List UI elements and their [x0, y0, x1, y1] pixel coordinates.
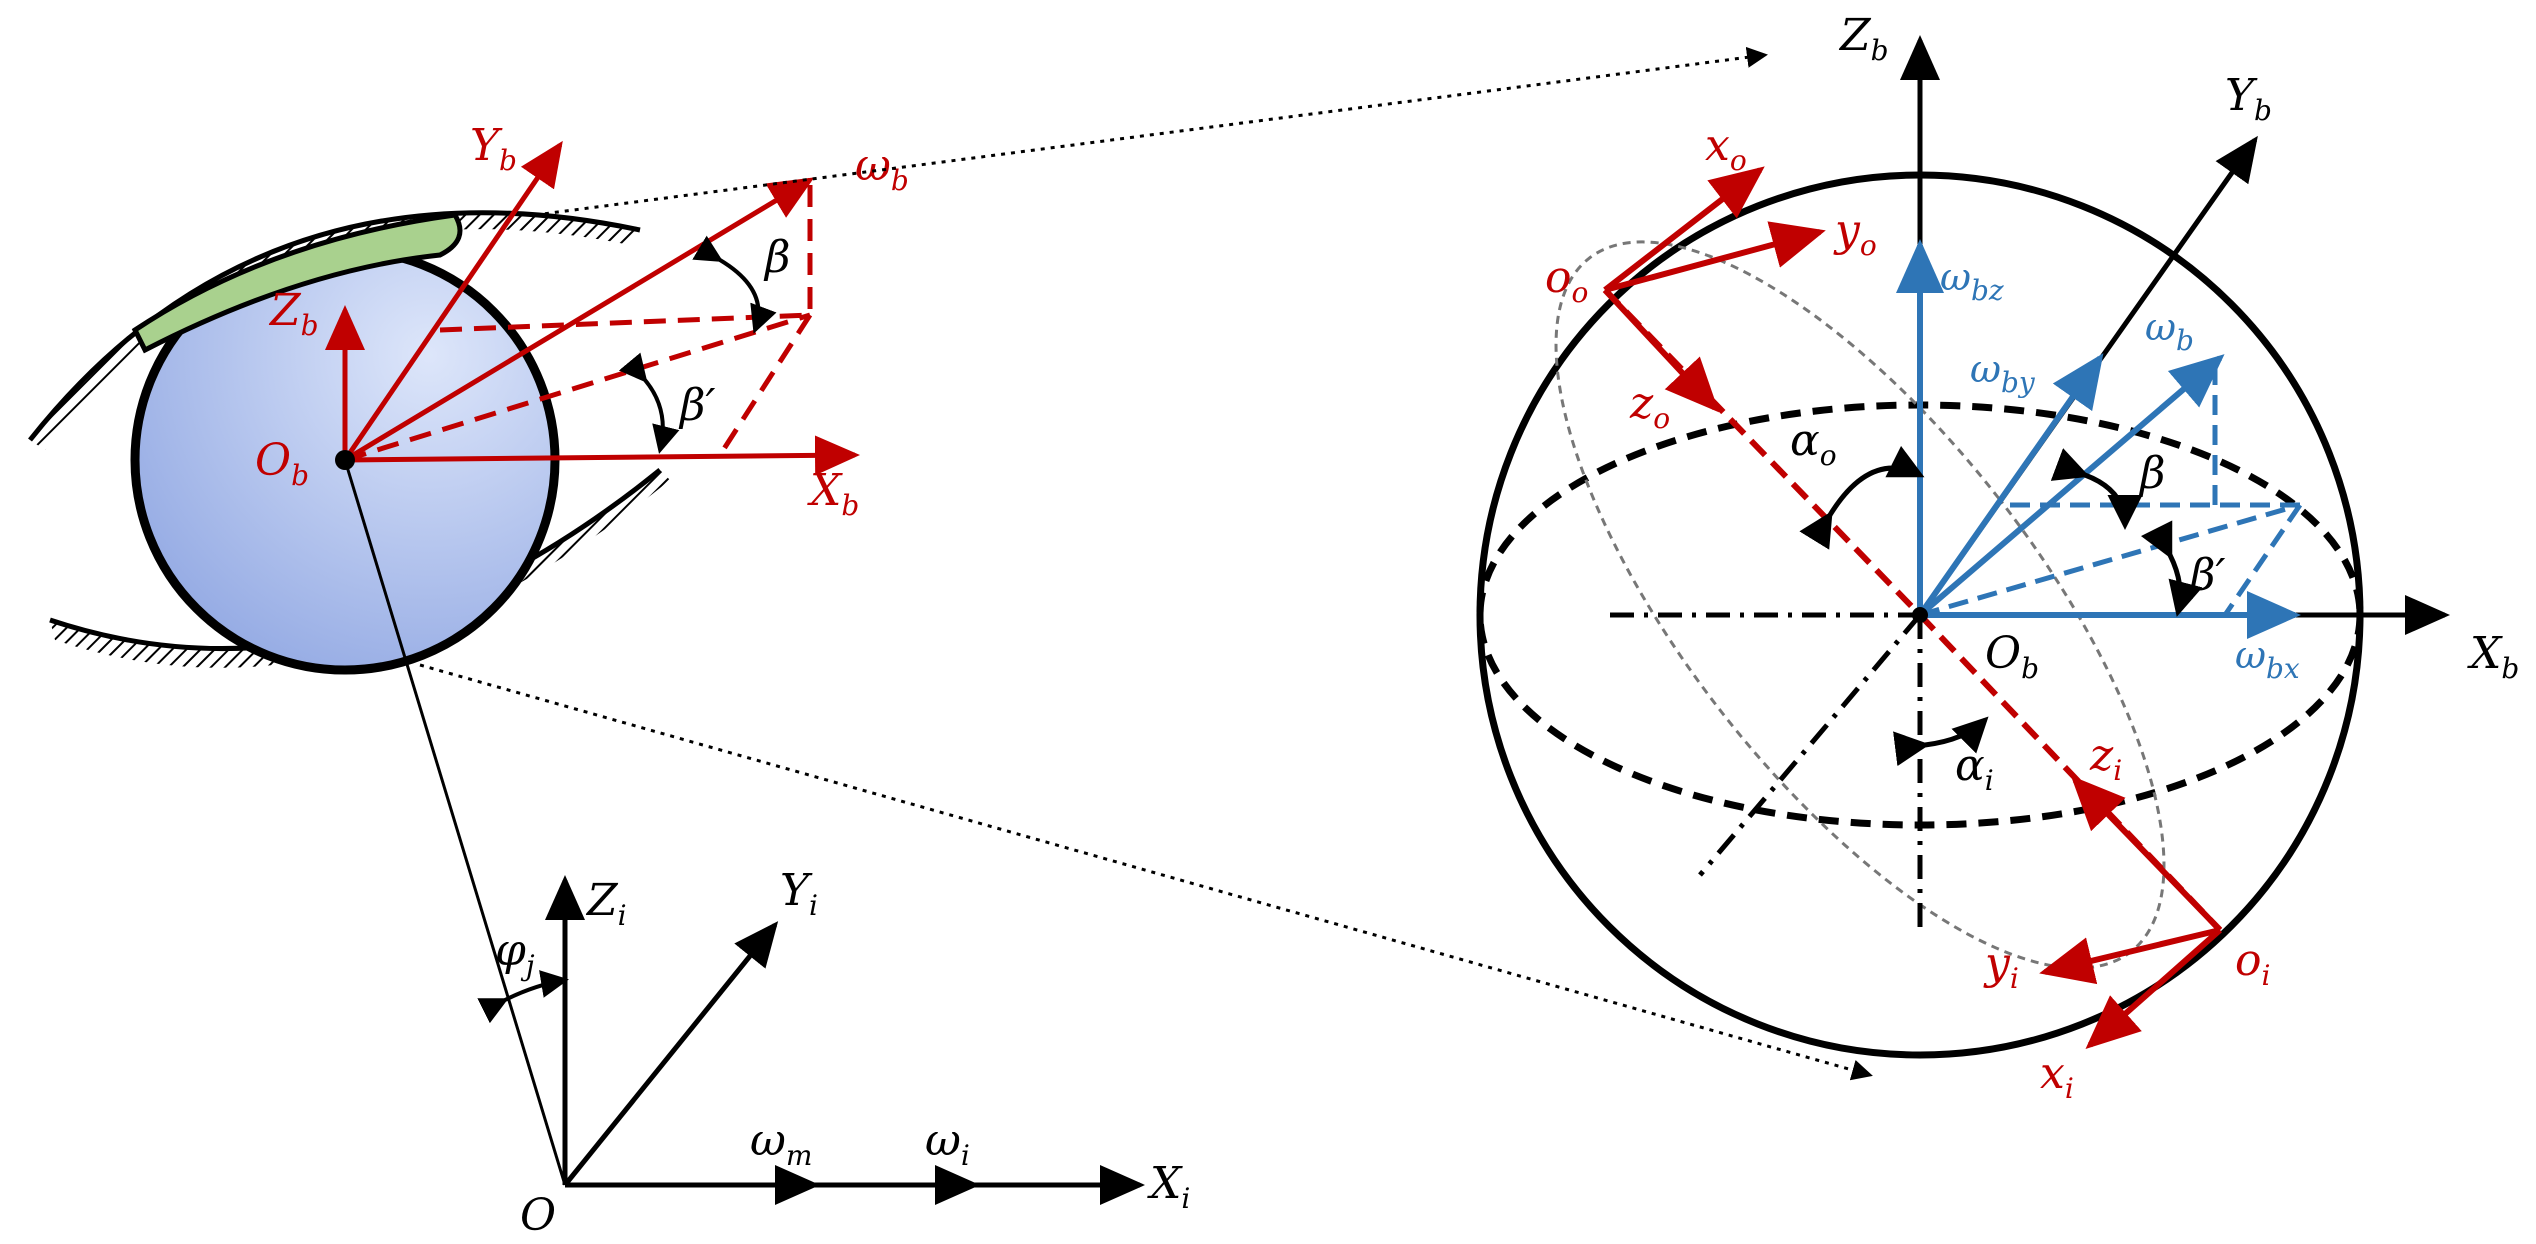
sphere-oi-label: oi: [2235, 935, 2270, 992]
sphere-alpha-o-arc: [1799, 445, 1925, 550]
sphere-beta-prime-arc: [2140, 520, 2203, 617]
inertial-origin-label: O: [520, 1190, 556, 1241]
omega-m-label: ωm: [750, 1115, 812, 1172]
sphere-omega-bx-label: ωbx: [2235, 633, 2300, 685]
zoom-lines: [419, 46, 1873, 1081]
eye-Xb-label: Xb: [807, 465, 859, 522]
sphere-origin-dot: [1912, 607, 1928, 623]
sphere-Xb-label: Xb: [2467, 628, 2519, 685]
eyelid-tissue-icon: [131, 212, 463, 354]
sphere-yi-vector: [2039, 927, 2221, 985]
eye-figure: Yb ωb Zb Ob Xb β β′: [28, 120, 909, 1186]
eye-Ob-label: Ob: [255, 435, 309, 492]
eye-Yb-label: Yb: [470, 120, 517, 177]
sphere-Zb-label: Zb: [1838, 10, 1889, 67]
sphere-Yb-label: Yb: [2225, 70, 2272, 127]
sphere-xi-vector: [2085, 927, 2222, 1049]
omega-i-label: ωi: [925, 1115, 970, 1172]
sphere-omega-by-label: ωby: [1970, 347, 2036, 399]
inertial-Yi-axis: [563, 921, 779, 1187]
eye-to-origin-line: [343, 459, 567, 1186]
sphere-zi-vector: [2070, 775, 2223, 933]
sphere-xi-label: xi: [2040, 1048, 2074, 1105]
eye-Yb-axis: [342, 140, 563, 462]
phi-j-label: φj: [495, 925, 535, 982]
sphere-zi-label: zi: [2089, 730, 2122, 787]
sphere-beta-label: β: [2138, 448, 2165, 499]
sphere-omega-by-vector: [1917, 353, 2104, 617]
sphere-beta-prime-label: β′: [2188, 550, 2225, 601]
sphere-Ob-label: Ob: [1985, 628, 2039, 685]
eye-omega-b-label: ωb: [855, 140, 909, 197]
inertial-Xi-label: Xi: [1147, 1158, 1190, 1215]
eye-origin-dot: [335, 450, 355, 470]
sphere-alpha-i-arc: [1893, 716, 1989, 767]
eye-beta-prime-label: β′: [678, 380, 715, 431]
eye-omega-b-vector: [343, 177, 815, 463]
sphere-oo-label: oo: [1545, 252, 1588, 309]
sphere-neg-Yb-axis: [1698, 613, 1922, 877]
sphere-omega-b-label: ωb: [2145, 305, 2194, 357]
inertial-frame: Zi Yi Xi O φj ωm ωi: [477, 865, 1190, 1241]
eye-beta-prime-arc: [618, 352, 680, 454]
phi-j-arc: [477, 970, 569, 1024]
sphere-omega-bz-label: ωbz: [1940, 255, 2004, 307]
lower-eyelid-hatch: [50, 470, 670, 668]
sphere-figure: Zb Yb Xb Ob xo yo oo zo αo αi zi yi oi x…: [1476, 10, 2519, 1105]
sphere-xo-vector: [1603, 166, 1765, 293]
eye-Zb-label: Zb: [268, 285, 319, 342]
sphere-alpha-i-label: αi: [1955, 740, 1994, 797]
sphere-alpha-o-label: αo: [1790, 415, 1837, 472]
eye-beta-label: β: [763, 232, 790, 283]
eye-beta-arc: [692, 235, 777, 334]
sphere-zo-label: zo: [1629, 378, 1670, 435]
sphere-yi-label: yi: [1983, 938, 2019, 995]
sphere-yo-vector: [1604, 221, 1826, 293]
sphere-xo-label: xo: [1705, 120, 1747, 177]
inertial-Yi-label: Yi: [780, 865, 818, 922]
inertial-Zi-label: Zi: [585, 875, 627, 932]
sphere-yo-label: yo: [1833, 205, 1877, 262]
sphere-zo-vector: [1602, 287, 1720, 413]
eye-Xb-axis: [344, 435, 860, 476]
sphere-beta-arc: [2050, 448, 2143, 530]
